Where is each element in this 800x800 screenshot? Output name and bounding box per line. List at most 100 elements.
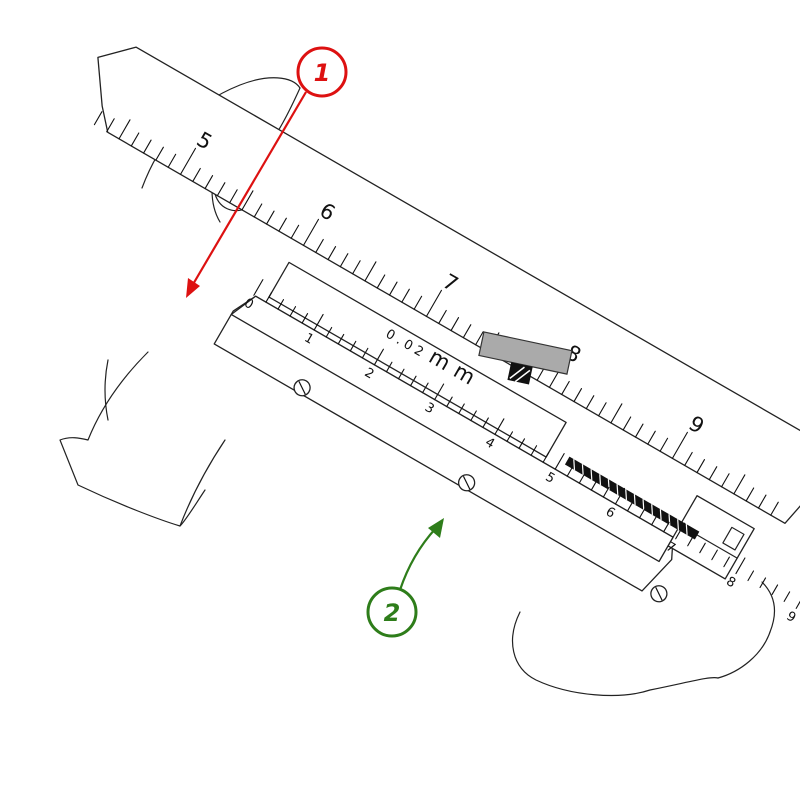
main-tick [684,451,693,467]
vernier-tick [699,542,706,554]
vernier-tick [723,556,730,568]
main-tick [352,260,361,275]
vernier-tick [530,445,538,456]
main-tick [598,402,607,417]
vernier-tick [422,382,429,394]
vernier-tick [638,507,646,519]
screw-middle [457,474,476,492]
main-tick [573,388,583,403]
vernier-tick [651,514,658,526]
main-tick [155,146,164,161]
screw-right [650,585,668,603]
main-tick [192,167,201,183]
vernier-tick [602,486,610,498]
main-tick [118,119,131,140]
main-tick [733,474,746,495]
main-tick [216,182,226,197]
callout-2-arrowhead [428,518,444,538]
main-tick [757,494,767,509]
main-tick [634,423,644,438]
vernier-tick [349,340,357,352]
main-tick [647,430,656,445]
vernier-tick [687,535,694,547]
main-tick [167,153,177,168]
vernier-tick [446,396,453,408]
main-tick [229,189,238,204]
vernier-tick [518,438,526,449]
slider-block [667,495,755,580]
vernier-tick [735,557,746,575]
vernier-tick [409,375,417,387]
callout-1-arrow-line [191,91,307,287]
main-tick [413,295,423,310]
vernier-tick [265,292,272,303]
vernier-tick [289,306,297,317]
vernier-tick [675,522,686,540]
main-tick [266,210,275,225]
main-tick [253,203,263,218]
main-tick [130,132,140,147]
vernier-tick [578,473,586,484]
vernier-scale-ticks [253,279,800,609]
main-tick [364,261,377,282]
vernier-tick [397,368,405,380]
main-tick [561,380,570,396]
main-tick [241,190,254,211]
callout-1: 1 [186,46,348,298]
callout-1-number: 1 [314,59,331,87]
vernier-tick [277,299,285,310]
vernier-tick [313,313,324,331]
vernier-tick [458,403,465,415]
vernier-tick [542,452,550,463]
vernier-tick [253,279,264,296]
main-tick [770,501,779,516]
main-tick [610,403,623,424]
main-tick [315,238,324,254]
lock-knob [478,331,573,385]
main-tick [204,175,214,190]
main-tick [708,466,718,481]
vernier-tick [554,453,565,470]
main-tick [93,111,103,126]
main-tick [179,147,197,175]
depth-bar [268,261,567,458]
knurled-rod [564,456,700,540]
main-tick [585,395,595,410]
main-tick [696,459,706,474]
main-tick [671,431,688,459]
callout-2-arrow-line [398,527,437,591]
vernier-tick [434,383,445,401]
main-tick [278,217,287,232]
vernier-tick [325,326,333,338]
main-tick [745,487,755,502]
vernier-tick [614,487,625,505]
vernier-tick [361,347,369,359]
callout-1-arrowhead [186,278,200,298]
main-tick [388,281,398,296]
vernier-tick [590,479,598,491]
main-tick [659,437,669,452]
main-tick [327,246,337,261]
main-tick [425,289,442,317]
vernier-tick [771,584,779,595]
vernier-tick [747,570,755,582]
main-tick [143,139,152,154]
callout-2-number: 2 [384,599,401,627]
main-tick [462,324,472,339]
main-tick [339,253,349,268]
vernier-tick [482,417,489,429]
vernier-scale-label: 9 [784,609,799,626]
vernier-scale-band [230,295,674,563]
main-tick [622,416,632,431]
vernier-tick [626,500,634,512]
vernier-tick [494,418,505,435]
vernier-tick [385,361,393,373]
main-tick [302,218,320,246]
vernier-tick [301,313,309,324]
main-tick [401,288,410,303]
vernier-tick [783,591,791,602]
main-tick [290,224,300,239]
main-tick [376,274,386,289]
